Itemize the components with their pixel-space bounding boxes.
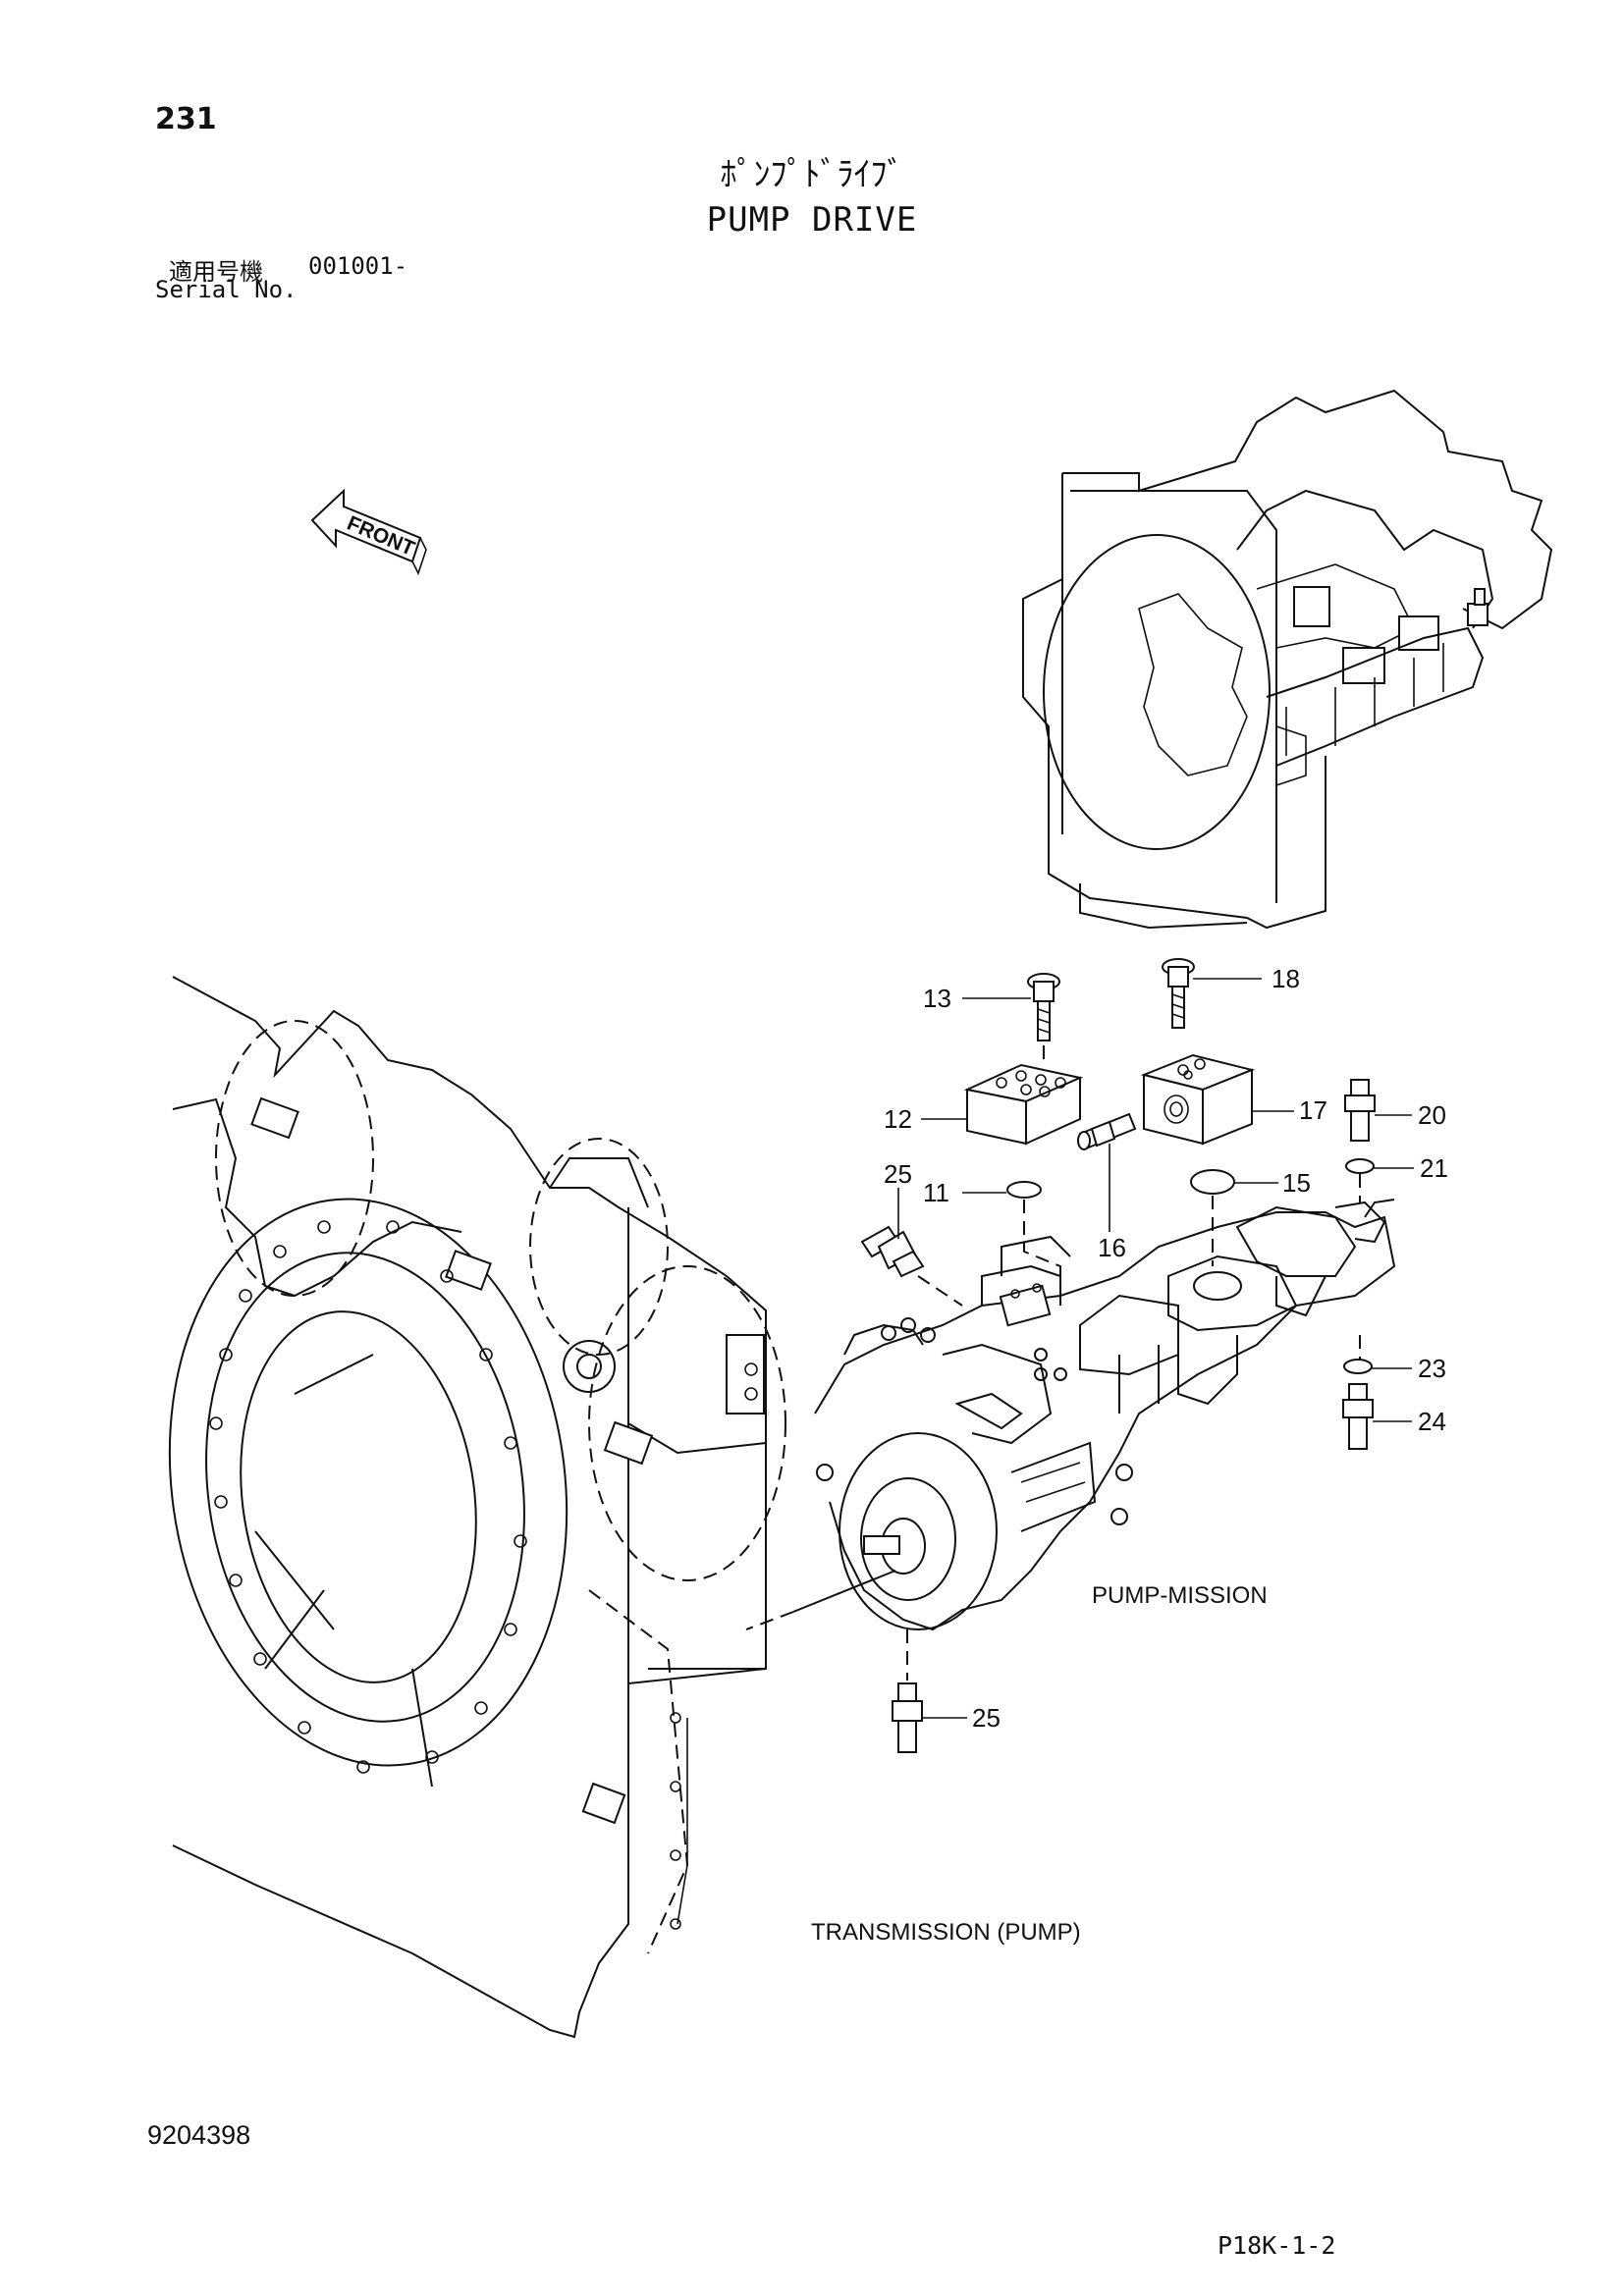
callout-25-upper: 25 <box>884 1159 912 1189</box>
callout-17: 18 <box>1272 964 1300 993</box>
assembly-overview-illustration <box>1022 389 1553 930</box>
flange-bolt-holes <box>209 1220 758 1930</box>
callout-20: 20 <box>1418 1100 1446 1130</box>
serial-label: Serial No. <box>155 276 298 303</box>
part-18-fitting-illustration <box>1077 1112 1137 1150</box>
callout-24: 24 <box>1418 1407 1446 1436</box>
pump-assembly-illustration <box>745 1199 1396 1631</box>
page-title: PUMP DRIVE <box>706 200 918 240</box>
part-24-fitting-illustration <box>1342 1383 1374 1450</box>
callout-18: 16 <box>1098 1233 1126 1262</box>
serial-label-japanese: 適用号機 <box>169 258 263 286</box>
document-number: 9204398 <box>147 2120 251 2150</box>
callout-13: 13 <box>923 984 951 1013</box>
part-17-bolt-illustration <box>1162 958 1195 1029</box>
part-16-block-illustration <box>1140 1053 1256 1146</box>
callout-12: 12 <box>884 1104 912 1134</box>
callout-16: 17 <box>1299 1095 1327 1125</box>
serial-number-value: 001001- <box>308 252 408 280</box>
part-25-fitting-lower-illustration <box>892 1682 923 1753</box>
transmission-housing-illustration <box>168 976 786 2039</box>
page-code: P18K-1-2 <box>1218 2231 1336 2260</box>
part-11-o-ring-illustration <box>1006 1181 1042 1199</box>
transmission-label: TRANSMISSION (PUMP) <box>811 1919 1081 1946</box>
part-25-fitting-upper-illustration <box>860 1225 925 1278</box>
page-number: 231 <box>155 102 217 136</box>
front-arrow-icon: FRONT <box>310 488 427 576</box>
callout-25-lower: 25 <box>972 1703 1001 1733</box>
callout-23: 23 <box>1418 1354 1446 1383</box>
callout-15: 15 <box>1282 1168 1311 1198</box>
part-20-fitting-illustration <box>1344 1079 1376 1142</box>
pump-mission-label: PUMP-MISSION <box>1092 1582 1268 1609</box>
part-12-block-illustration <box>963 1063 1084 1146</box>
part-21-o-ring-illustration <box>1345 1158 1375 1174</box>
front-label: FRONT <box>344 511 418 560</box>
part-23-o-ring-illustration <box>1343 1359 1373 1374</box>
part-13-bolt-illustration <box>1027 973 1060 1041</box>
callout-11: 11 <box>923 1178 949 1207</box>
callout-21: 21 <box>1420 1153 1448 1183</box>
page-title-japanese: ﾎﾟﾝﾌﾟﾄﾞﾗｲﾌﾞ <box>720 155 904 194</box>
callout-leaders <box>897 978 1414 1719</box>
part-15-o-ring-illustration <box>1190 1169 1235 1195</box>
